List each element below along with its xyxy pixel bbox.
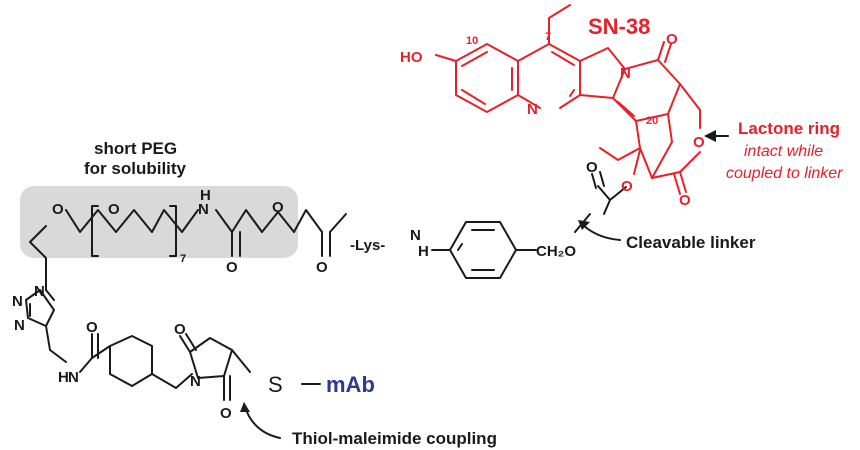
sn38-title: SN-38 <box>588 14 650 39</box>
atom-h-amide3: H <box>58 369 69 386</box>
atom-o-ketone: O <box>666 31 678 48</box>
peg-label-line1: short PEG <box>94 139 177 158</box>
atom-n-amide3: N <box>68 369 79 386</box>
atom-o-carbonate: O <box>586 159 598 176</box>
sn38-structure <box>435 4 701 195</box>
sn38-atom-labels: HO N N O O O O 7 10 20 <box>400 31 705 209</box>
lactone-label-line2: coupled to linker <box>726 165 843 182</box>
lactone-label-title: Lactone ring <box>738 119 840 138</box>
atom-n-amide1: N <box>198 201 209 218</box>
atom-o-ether: O <box>272 199 284 216</box>
peg-label-line2: for solubility <box>84 159 187 178</box>
atom-lys: -Lys- <box>350 237 385 254</box>
atom-o-amide3: O <box>86 319 98 336</box>
antibody-label: mAb <box>326 372 375 397</box>
atom-ho: HO <box>400 49 423 66</box>
atom-h-amide1: H <box>200 187 211 204</box>
atom-n-triazole3: N <box>14 317 25 334</box>
callout-arrows <box>240 130 729 439</box>
atom-o-peg2: O <box>108 201 120 218</box>
atom-n-aniline: N <box>410 227 421 244</box>
atom-o-lactone-carbonyl: O <box>679 192 691 209</box>
position-7-label: 7 <box>545 31 551 43</box>
cleavable-linker-label: Cleavable linker <box>626 233 756 252</box>
atom-o-amide2: O <box>316 259 328 276</box>
thiol-maleimide-label: Thiol-maleimide coupling <box>292 429 497 448</box>
atom-o-imide-top: O <box>174 321 186 338</box>
atom-n-triazole1: N <box>34 283 45 300</box>
atom-h-aniline: H <box>418 243 429 260</box>
position-20-label: 20 <box>646 115 658 127</box>
atom-ch2o: CH₂O <box>536 243 576 260</box>
atom-o-imide-bottom: O <box>220 405 232 422</box>
peg-repeat-count: 7 <box>180 253 186 265</box>
atom-n-triazole2: N <box>12 293 23 310</box>
atom-o-ester: O <box>621 178 633 195</box>
atom-o-ring: O <box>693 134 705 151</box>
linker-structure <box>25 171 627 401</box>
atom-n-quinoline: N <box>527 101 538 118</box>
lactone-label-line1: intact while <box>744 143 823 160</box>
atom-n-imide: N <box>190 373 201 390</box>
atom-n-pyridone: N <box>620 65 631 82</box>
atom-o-amide1: O <box>226 259 238 276</box>
peg-highlight-box <box>20 186 298 258</box>
atom-o-peg1: O <box>52 201 64 218</box>
position-10-label: 10 <box>466 35 478 47</box>
atom-sulfur: S <box>268 372 283 397</box>
linker-atom-labels: O CH₂O -Lys- N H O O 7 N H O O O N N N N… <box>12 159 598 422</box>
